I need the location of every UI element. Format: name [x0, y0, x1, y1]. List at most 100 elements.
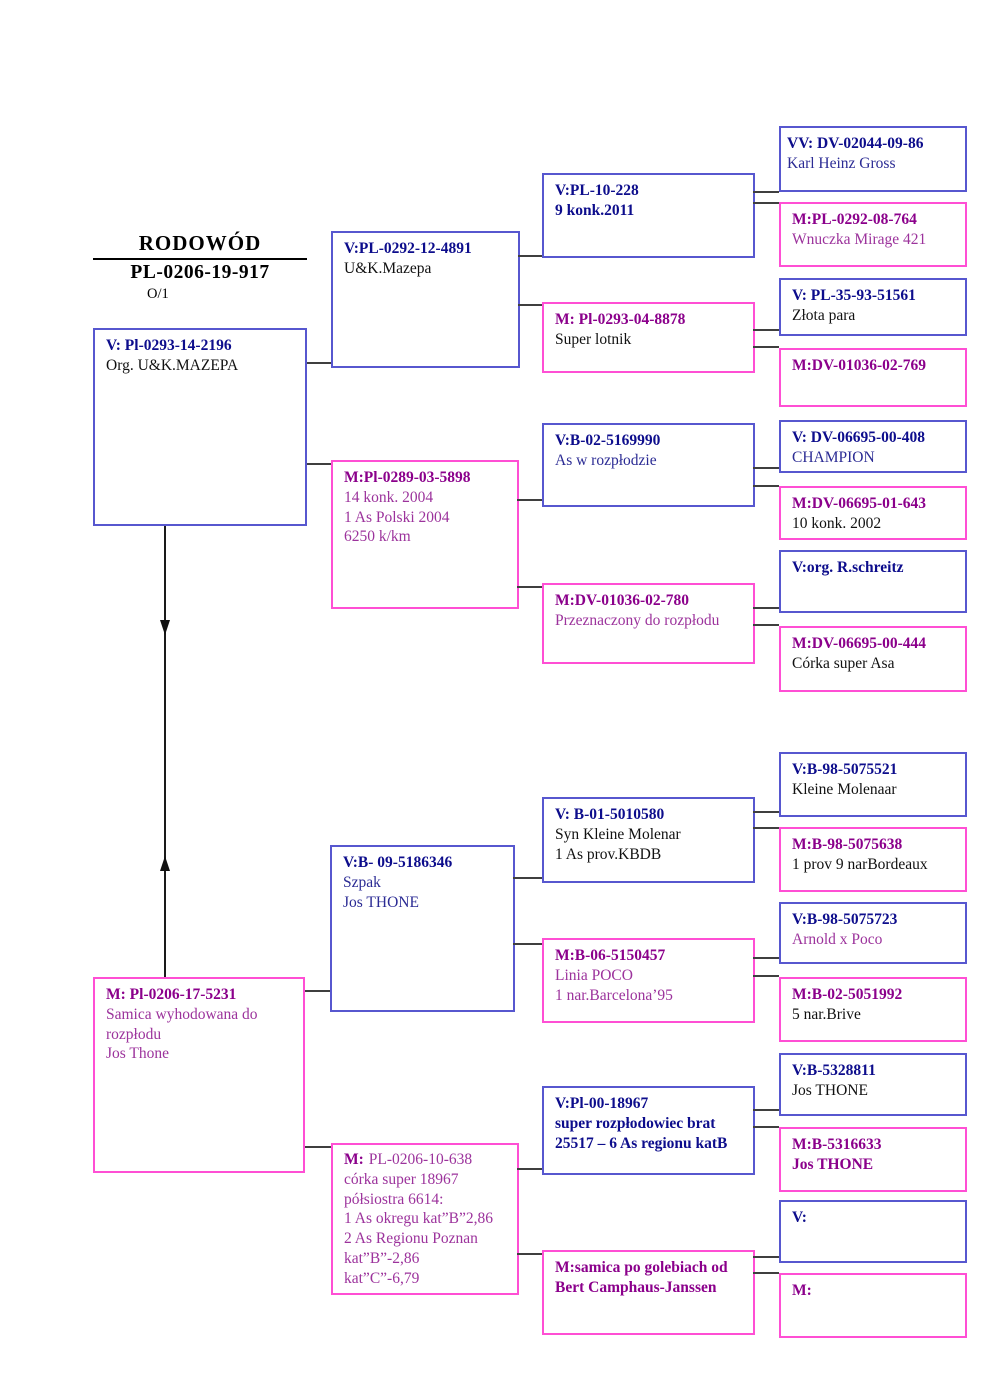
- connector-line: [753, 202, 779, 204]
- connector-line: [307, 362, 331, 364]
- box-vv: V:PL-0292-12-4891 U&K.Mazepa: [331, 231, 520, 368]
- info-line: kat”B”-2,86: [344, 1249, 420, 1267]
- ring-id: M:Pl-0289-03-5898: [344, 469, 471, 486]
- ring-id: V: PL-35-93-51561: [792, 287, 916, 304]
- box-vmvm: M:DV-06695-01-643 10 konk. 2002: [779, 486, 967, 540]
- ring-id: M: Pl-0206-17-5231: [106, 986, 237, 1003]
- connector-line: [753, 811, 779, 813]
- page-title: RODOWÓD: [138, 231, 262, 255]
- box-mm: M:PL-0206-10-638 córka super 18967 półsi…: [331, 1143, 519, 1295]
- info-line: Karl Heinz Gross: [787, 154, 896, 172]
- series-label: O/1: [147, 286, 169, 302]
- box-v: V: Pl-0293-14-2196 Org. U&K.MAZEPA: [93, 328, 307, 526]
- info-line: 1 As Polski 2004: [344, 508, 450, 526]
- ring-id: V:org. R.schreitz: [792, 559, 904, 576]
- ring-id: V:: [792, 1209, 807, 1226]
- ring-id: V:B-98-5075521: [792, 761, 898, 778]
- info-line: Jos Thone: [106, 1045, 170, 1063]
- info-line: Przeznaczony do rozpłodu: [555, 611, 720, 629]
- ring-id: V:B-02-5169990: [555, 432, 661, 449]
- box-mvvm: M:B-98-5075638 1 prov 9 narBordeaux: [779, 827, 967, 892]
- info-line: super rozpłodowiec brat: [555, 1114, 716, 1132]
- info-line: Jos THONE: [792, 1081, 868, 1099]
- info-line: 25517 – 6 As regionu katB: [555, 1134, 728, 1152]
- box-vm: M:Pl-0289-03-5898 14 konk. 2004 1 As Pol…: [331, 460, 519, 609]
- subject-ring-number: PL-0206-19-917: [130, 262, 270, 283]
- box-vvm: M: Pl-0293-04-8878 Super lotnik: [542, 302, 755, 373]
- info-line: Linia POCO: [555, 966, 633, 984]
- info-line: kat”C”-6,79: [344, 1269, 420, 1287]
- info-line: CHAMPION: [792, 448, 875, 466]
- box-mvmm: M:B-02-5051992 5 nar.Brive: [779, 977, 967, 1042]
- info-line: U&K.Mazepa: [344, 259, 432, 277]
- info-line: 1 As okregu kat”B”2,86: [344, 1210, 493, 1228]
- box-mvmv: V:B-98-5075723 Arnold x Poco: [779, 902, 967, 964]
- ring-id: M:B-5316633: [792, 1136, 882, 1153]
- connector-line: [753, 957, 779, 959]
- box-mmvv: V:B-5328811 Jos THONE: [779, 1053, 967, 1116]
- ring-id: M:samica po golebiach od: [555, 1259, 728, 1276]
- connector-line: [307, 463, 331, 465]
- ring-id: M:PL-0206-10-638: [344, 1150, 513, 1170]
- connector-line: [305, 1146, 331, 1148]
- info-line: Kleine Molenaar: [792, 780, 897, 798]
- info-line: Wnuczka Mirage 421: [792, 230, 927, 248]
- connector-line: [753, 191, 779, 193]
- box-vmmv: V:org. R.schreitz: [779, 550, 967, 613]
- connector-line: [518, 255, 542, 257]
- info-line: 9 konk.2011: [555, 201, 635, 219]
- ring-id: M:DV-01036-02-769: [792, 357, 927, 374]
- connector-line: [753, 329, 779, 331]
- info-line: 10 konk. 2002: [792, 514, 882, 532]
- ring-id: V:B- 09-5186346: [343, 854, 453, 871]
- info-line: 5 nar.Brive: [792, 1005, 861, 1023]
- info-line: Złota para: [792, 306, 856, 324]
- info-line: Super lotnik: [555, 330, 632, 348]
- box-mvv: V: B-01-5010580 Syn Kleine Molenar 1 As …: [542, 797, 755, 883]
- box-mmv: V:Pl-00-18967 super rozpłodowiec brat 25…: [542, 1086, 755, 1175]
- ring-id: V:B-98-5075723: [792, 911, 898, 928]
- connector-line: [753, 607, 779, 609]
- ring-id: V:B-5328811: [792, 1062, 876, 1079]
- box-mmmv: V:: [779, 1200, 967, 1263]
- info-line: 6250 k/km: [344, 528, 411, 546]
- ring-id: M:B-06-5150457: [555, 947, 666, 964]
- ring-id: V: B-01-5010580: [555, 806, 665, 823]
- ring-id: V: Pl-0293-14-2196: [106, 337, 232, 354]
- ring-id: V:Pl-00-18967: [555, 1095, 649, 1112]
- info-line: 1 As prov.KBDB: [555, 845, 662, 863]
- info-line: 2 As Regionu Poznan: [344, 1230, 478, 1248]
- connector-line: [513, 943, 542, 945]
- info-line: półsiostra 6614:: [344, 1190, 444, 1208]
- info-line: 1 prov 9 narBordeaux: [792, 855, 928, 873]
- box-vvmm: M:DV-01036-02-769: [779, 348, 967, 407]
- info-line: Szpak: [343, 873, 381, 891]
- box-mmmm: M:: [779, 1273, 967, 1338]
- info-line: Samica wyhodowana do rozpłodu: [106, 1005, 258, 1043]
- box-mvm: M:B-06-5150457 Linia POCO 1 nar.Barcelon…: [542, 938, 755, 1023]
- info-line: córka super 18967: [344, 1170, 459, 1188]
- ring-id: VV: DV-02044-09-86: [787, 135, 924, 152]
- box-vvv: V:PL-10-228 9 konk.2011: [542, 173, 755, 258]
- connector-line: [753, 827, 779, 829]
- box-mv: V:B- 09-5186346 Szpak Jos THONE: [330, 845, 515, 1012]
- connector-line: [305, 990, 330, 992]
- info-line: Org. U&K.MAZEPA: [106, 356, 239, 374]
- connector-line: [753, 1272, 779, 1274]
- ring-id: M:B-02-5051992: [792, 986, 903, 1003]
- arrow-down-icon: [160, 620, 170, 635]
- ring-id: M:DV-01036-02-780: [555, 592, 690, 609]
- connector-line: [753, 1126, 779, 1128]
- info-line: Córka super Asa: [792, 654, 895, 672]
- ring-id: M:B-98-5075638: [792, 836, 903, 853]
- box-mvvv: V:B-98-5075521 Kleine Molenaar: [779, 752, 967, 817]
- ring-id: M:DV-06695-00-444: [792, 635, 927, 652]
- connector-line: [753, 346, 779, 348]
- connector-line: [753, 467, 779, 469]
- box-mmm: M:samica po golebiach od Bert Camphaus-J…: [542, 1250, 755, 1335]
- connector-line: [517, 499, 542, 501]
- info-line: 14 konk. 2004: [344, 488, 434, 506]
- connector-line: [753, 485, 779, 487]
- box-vvmv: V: PL-35-93-51561 Złota para: [779, 278, 967, 336]
- connector-line: [517, 1168, 542, 1170]
